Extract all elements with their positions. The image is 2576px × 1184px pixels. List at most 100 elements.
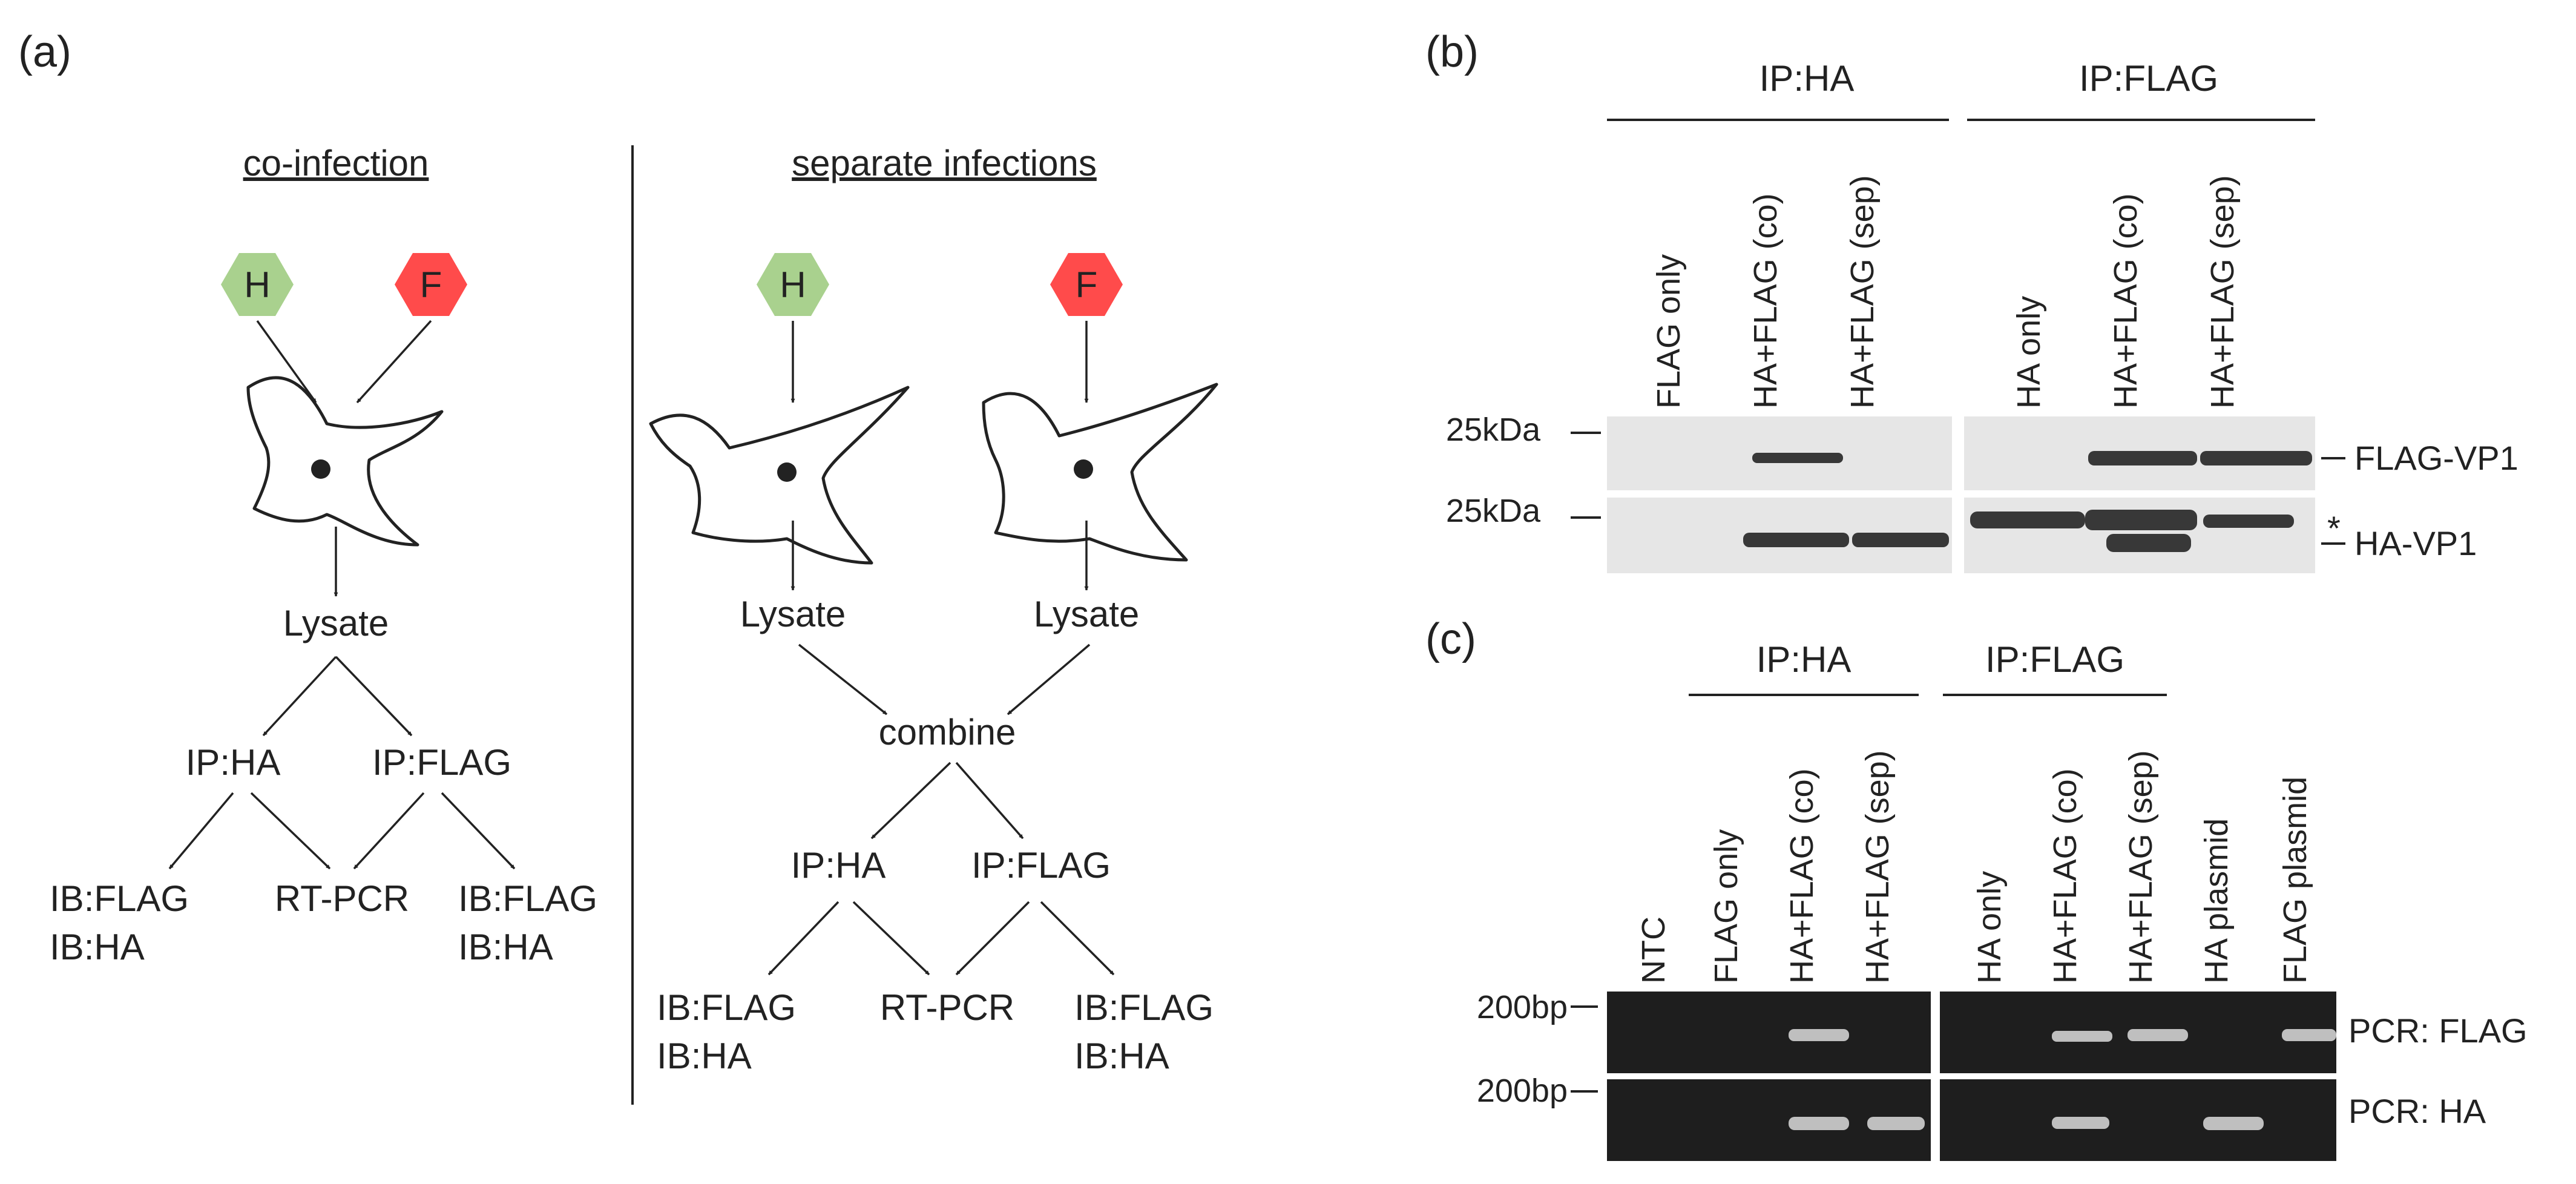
c-marker-top: 200bp — [1477, 989, 1568, 1025]
virus-f-label: F — [420, 265, 442, 305]
c-row-ha-label: PCR: HA — [2348, 1092, 2486, 1130]
b-group-ip-ha: IP:HA — [1760, 58, 1855, 99]
b-lane-label: FLAG only — [1651, 254, 1687, 409]
b-band — [2203, 515, 2294, 528]
sep-ib-left-2: IB:HA — [657, 1036, 752, 1076]
arrow — [1007, 643, 1091, 715]
virus-h-label: H — [780, 265, 806, 305]
sep-lysate-left: Lysate — [740, 594, 846, 634]
c-lane-label: FLAG only — [1708, 829, 1744, 984]
c-band — [1789, 1117, 1849, 1130]
co-ip-ha: IP:HA — [186, 742, 281, 783]
b-marker-top: 25kDa — [1446, 412, 1541, 448]
panel-a-label: (a) — [18, 28, 71, 76]
c-band — [2203, 1117, 2264, 1130]
c-gel-ip-ha-flag — [1607, 992, 1931, 1073]
c-lane-label: HA+FLAG (sep) — [2123, 750, 2159, 984]
c-band — [2128, 1029, 2188, 1041]
sep-ip-flag: IP:FLAG — [971, 845, 1111, 886]
b-band — [2088, 451, 2197, 465]
b-lane-label: HA+FLAG (co) — [2108, 193, 2144, 409]
panel-c-label: (c) — [1425, 615, 1476, 663]
co-ib-left-1: IB:FLAG — [50, 878, 189, 919]
c-band — [2052, 1031, 2112, 1042]
separate-title: separate infections — [792, 143, 1097, 183]
arrow — [256, 320, 317, 404]
arrow — [441, 792, 516, 870]
c-band — [1867, 1117, 1925, 1130]
arrow — [250, 792, 331, 870]
co-lysate: Lysate — [283, 603, 389, 643]
virus-f-label: F — [1076, 265, 1098, 305]
sep-combine: combine — [879, 712, 1016, 752]
arrow — [168, 792, 234, 870]
sep-ib-right-1: IB:FLAG — [1074, 987, 1214, 1028]
co-ip-flag: IP:FLAG — [372, 742, 511, 783]
b-band — [2106, 534, 2191, 552]
b-flag-vp1-label: FLAG-VP1 — [2354, 439, 2518, 477]
arrow — [955, 761, 1024, 840]
c-lane-label: NTC — [1635, 916, 1672, 984]
sep-rt-pcr: RT-PCR — [880, 987, 1014, 1028]
b-lane-label: HA+FLAG (sep) — [1844, 175, 1881, 409]
co-infection-title: co-infection — [243, 143, 429, 183]
b-group-ip-flag: IP:FLAG — [2079, 58, 2218, 99]
sep-ip-ha: IP:HA — [791, 845, 886, 886]
b-lane-label: HA+FLAG (sep) — [2204, 175, 2241, 409]
sep-ib-left-1: IB:FLAG — [657, 987, 796, 1028]
cell-icon — [649, 386, 910, 565]
arrow — [262, 656, 337, 737]
b-band — [1852, 533, 1949, 547]
c-lane-label: HA+FLAG (co) — [2047, 768, 2083, 984]
co-rt-pcr: RT-PCR — [275, 878, 409, 919]
c-lane-label: HA only — [1971, 871, 2008, 984]
b-lane-label: HA+FLAG (co) — [1747, 193, 1784, 409]
b-asterisk: * — [2327, 509, 2341, 547]
c-lane-labels: NTC FLAG only HA+FLAG (co) HA+FLAG (sep)… — [1635, 750, 2313, 984]
cell-icon — [246, 376, 444, 547]
arrow — [870, 761, 951, 840]
virus-f-icon: F — [1050, 253, 1123, 316]
arrow — [798, 643, 888, 715]
c-group-ip-ha: IP:HA — [1756, 639, 1852, 680]
panel-a: (a) co-infection H F Lysate IP:HA — [18, 28, 1218, 1105]
panel-b-label: (b) — [1425, 28, 1479, 76]
arrow — [1040, 901, 1115, 976]
c-group-ip-flag: IP:FLAG — [1985, 639, 2124, 680]
virus-h-icon: H — [221, 253, 294, 316]
virus-h-icon: H — [757, 253, 829, 316]
b-band — [2085, 510, 2197, 530]
c-row-flag-label: PCR: FLAG — [2348, 1011, 2528, 1050]
c-lane-label: HA+FLAG (co) — [1784, 768, 1820, 984]
c-lane-label: FLAG plasmid — [2277, 777, 2313, 984]
b-ha-vp1-label: HA-VP1 — [2354, 524, 2477, 562]
c-marker-bottom: 200bp — [1477, 1073, 1568, 1109]
panel-c: (c) IP:HA IP:FLAG NTC FLAG only HA+FLAG … — [1425, 615, 2528, 1161]
arrow — [852, 901, 930, 976]
arrow — [335, 656, 413, 737]
c-gel-ip-flag-ha — [1940, 1079, 2336, 1161]
b-band — [1743, 533, 1849, 547]
c-lane-label: HA+FLAG (sep) — [1859, 750, 1896, 984]
b-lane-labels: FLAG only HA+FLAG (co) HA+FLAG (sep) HA … — [1651, 175, 2241, 409]
c-band — [2282, 1029, 2336, 1041]
b-marker-bottom: 25kDa — [1446, 493, 1541, 529]
c-band — [2052, 1117, 2109, 1129]
panel-b: (b) IP:HA IP:FLAG FLAG only HA+FLAG (co)… — [1425, 28, 2518, 573]
separate-infections-scheme: separate infections H F Lysate — [649, 143, 1218, 1076]
arrow — [353, 792, 425, 870]
arrow — [955, 901, 1030, 976]
cell-icon — [982, 383, 1218, 562]
virus-f-icon: F — [395, 253, 467, 316]
arrow — [356, 320, 432, 404]
sep-ib-right-2: IB:HA — [1074, 1036, 1169, 1076]
b-band — [1752, 453, 1843, 463]
b-band — [2200, 451, 2312, 465]
arrow — [767, 901, 840, 976]
virus-h-label: H — [244, 265, 270, 305]
b-band — [1970, 511, 2085, 528]
b-lane-label: HA only — [2011, 296, 2047, 409]
c-band — [1789, 1029, 1849, 1041]
co-ib-left-2: IB:HA — [50, 927, 145, 967]
